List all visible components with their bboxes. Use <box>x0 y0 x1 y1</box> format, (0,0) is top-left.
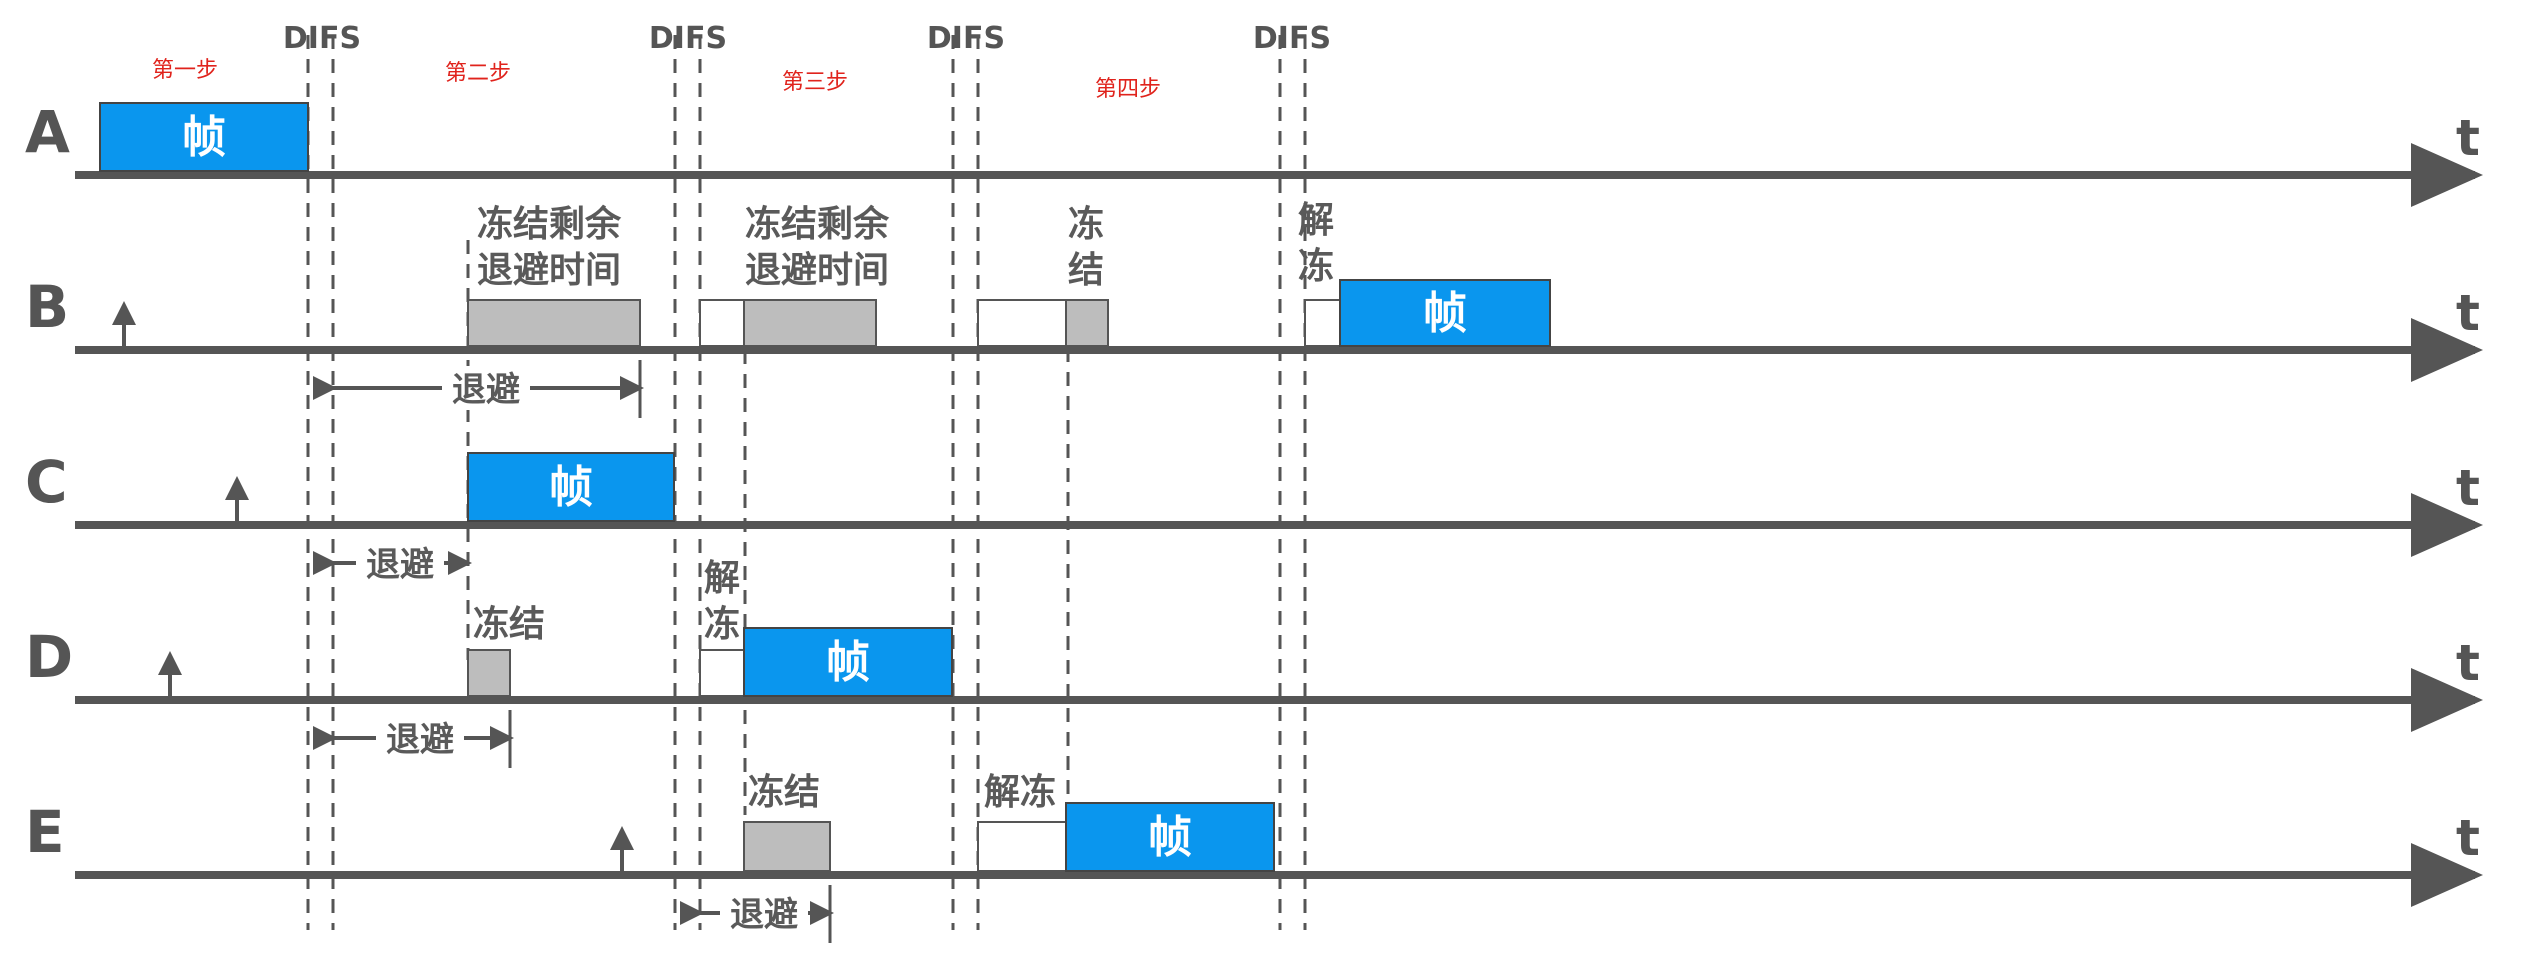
unfreeze-char-d-2: 冻 <box>704 604 740 645</box>
frame-a-label: 帧 <box>182 112 226 163</box>
backoff-block-b1 <box>467 299 641 347</box>
backoff-block-b3 <box>1065 299 1109 347</box>
difs-gap-b4 <box>1304 299 1342 347</box>
time-label-c: t <box>2456 459 2480 517</box>
frame-e-label: 帧 <box>1148 812 1192 863</box>
freeze-char-b3-1: 冻 <box>1068 204 1104 245</box>
freeze-remaining-label-b1-line2: 退避时间 <box>477 250 621 291</box>
station-label-d: D <box>25 623 73 691</box>
frame-b-label: 帧 <box>1423 288 1467 339</box>
time-label-e: t <box>2456 809 2480 867</box>
step-label-1: 第一步 <box>152 58 218 83</box>
frame-c-label: 帧 <box>549 462 593 513</box>
step-label-2: 第二步 <box>445 61 511 86</box>
backoff-span-d-bg <box>376 716 464 760</box>
backoff-label-b: 退避 <box>452 370 520 410</box>
step-label-4: 第四步 <box>1095 77 1161 102</box>
backoff-span-b-bg <box>442 366 530 410</box>
time-label-d: t <box>2456 634 2480 692</box>
difs-label-3: DIFS <box>927 21 1005 56</box>
step-label-3: 第三步 <box>782 70 848 95</box>
backoff-block-d1 <box>467 649 511 697</box>
unfreeze-char-d-1: 解 <box>704 558 740 599</box>
station-label-c: C <box>25 448 68 516</box>
time-label-a: t <box>2456 109 2480 167</box>
backoff-block-e1 <box>743 821 831 872</box>
freeze-remaining-label-b2-line2: 退避时间 <box>745 250 889 291</box>
frame-d <box>743 627 953 697</box>
difs-label-4: DIFS <box>1253 21 1331 56</box>
frame-a <box>99 102 309 172</box>
station-label-a: A <box>25 98 70 166</box>
difs-label-2: DIFS <box>649 21 727 56</box>
frame-e <box>1065 802 1275 872</box>
station-label-e: E <box>25 798 65 866</box>
backoff-block-b2 <box>743 299 877 347</box>
difs-boundary-lines <box>306 35 1307 930</box>
frame-b <box>1339 279 1551 347</box>
freeze-label-d: 冻结 <box>473 604 545 645</box>
difs-gap-e2 <box>977 821 1067 872</box>
unfreeze-char-b4-1: 解 <box>1298 200 1334 241</box>
difs-label-1: DIFS <box>283 21 361 56</box>
difs-gap-d2 <box>699 649 745 697</box>
difs-gap-b2 <box>699 299 745 347</box>
freeze-remaining-label-b1-line1: 冻结剩余 <box>477 203 622 245</box>
time-label-b: t <box>2456 284 2480 342</box>
backoff-span-c-bg <box>356 541 444 585</box>
unfreeze-label-e: 解冻 <box>984 772 1056 813</box>
backoff-label-d: 退避 <box>386 720 454 760</box>
unfreeze-char-b4-2: 冻 <box>1298 246 1334 287</box>
station-label-b: B <box>25 273 69 341</box>
freeze-label-e: 冻结 <box>748 772 820 813</box>
frame-c <box>467 452 675 522</box>
backoff-label-c: 退避 <box>366 545 434 585</box>
freeze-remaining-label-b2-line1: 冻结剩余 <box>745 203 890 245</box>
difs-gap-b3 <box>977 299 1067 347</box>
freeze-char-b3-2: 结 <box>1068 250 1104 291</box>
backoff-label-e: 退避 <box>730 895 798 935</box>
backoff-span-e-bg <box>720 891 808 935</box>
frame-d-label: 帧 <box>826 637 870 688</box>
